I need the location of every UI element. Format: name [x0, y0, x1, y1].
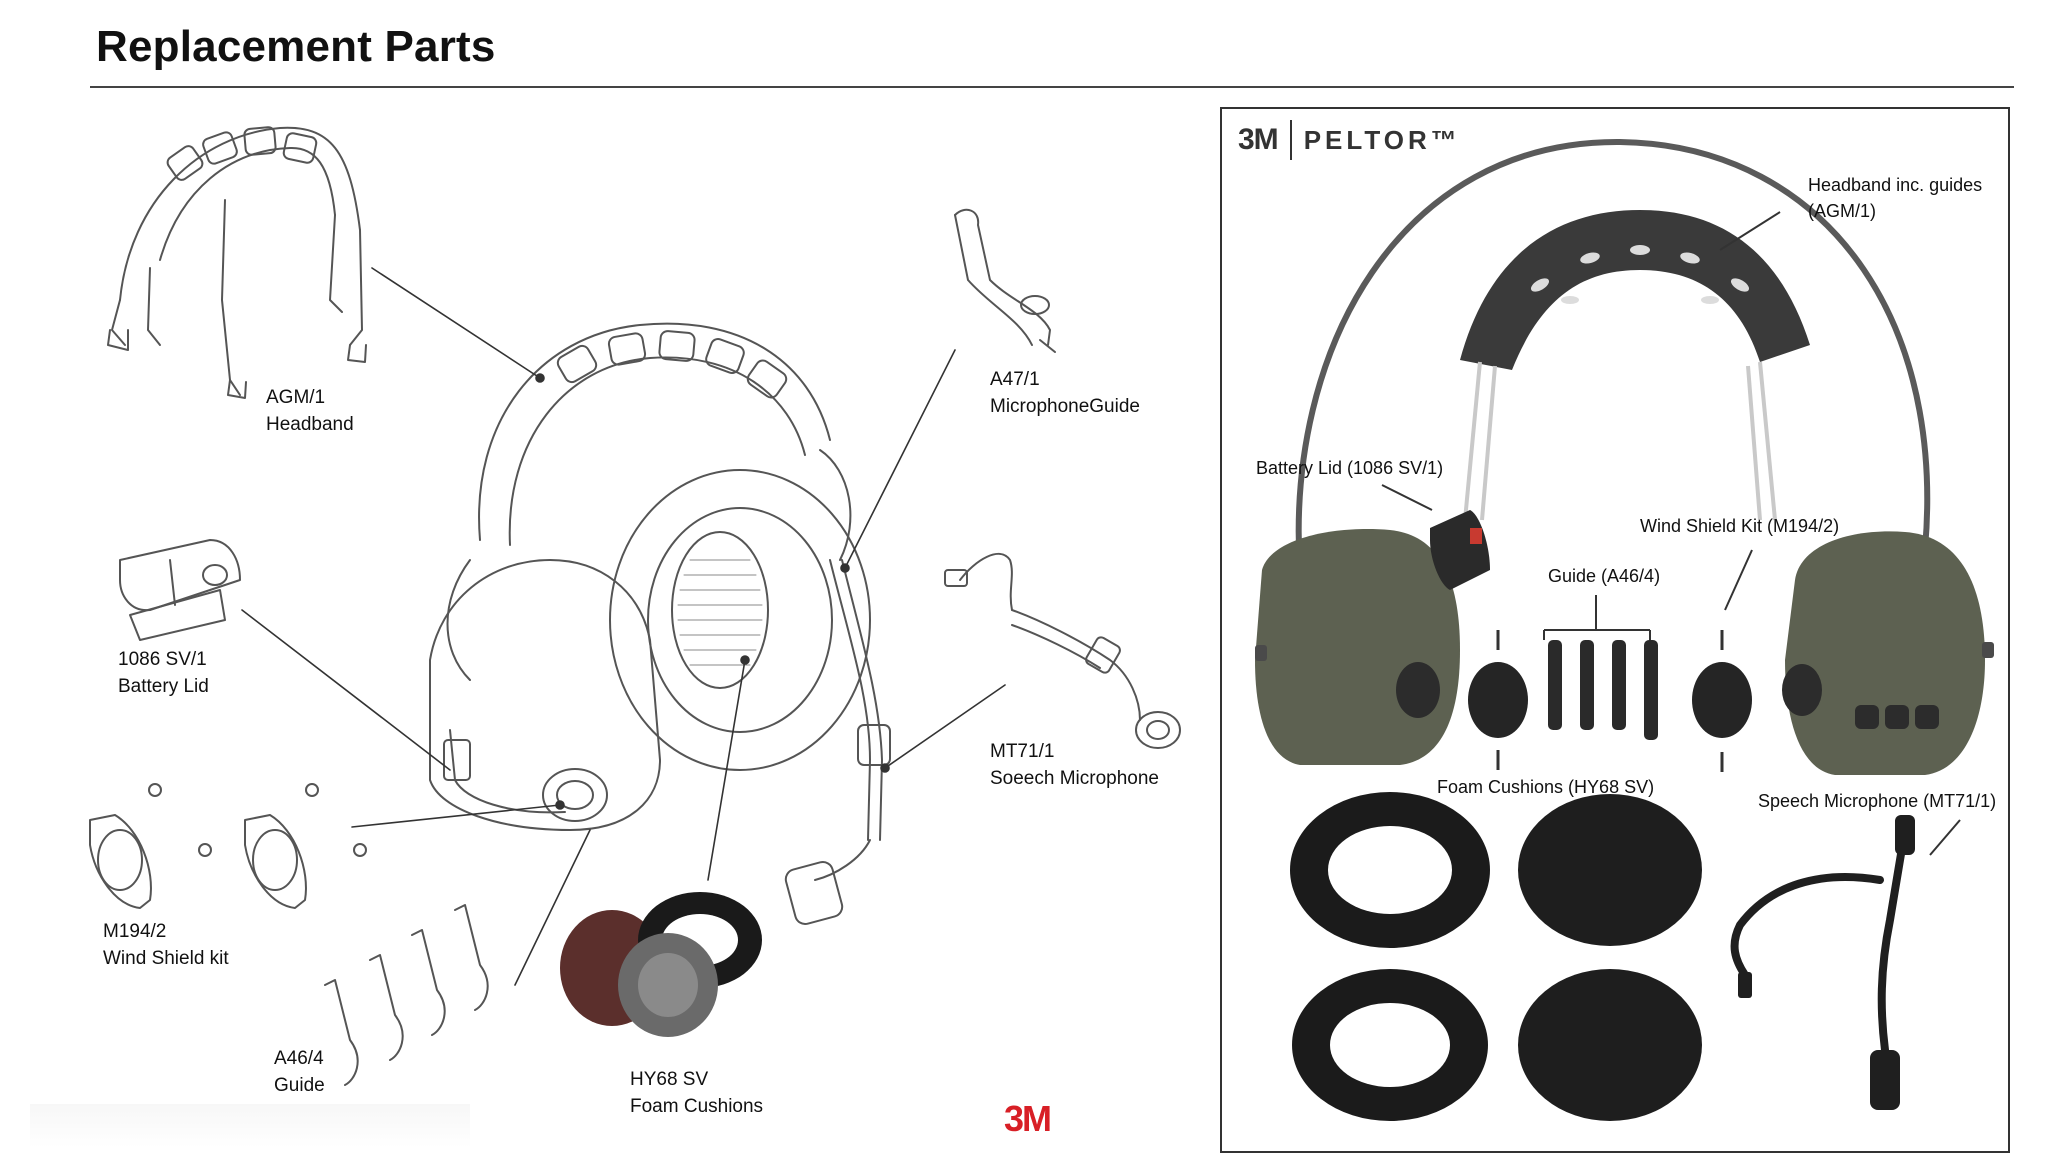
battery-lid-label: 1086 SV/1 Battery Lid — [118, 649, 209, 697]
headband-part-drawing — [107, 126, 367, 399]
photo-battery-label: Battery Lid (1086 SV/1) — [1256, 458, 1444, 478]
page-title: Replacement Parts — [96, 22, 496, 71]
3m-footer-logo: 3M — [1004, 1098, 1052, 1139]
speech-mic-label: MT71/1 Soeech Microphone — [990, 741, 1159, 789]
microphone-guide-drawing — [954, 208, 1056, 353]
photo-wind-label: Wind Shield Kit (M194/2) — [1640, 516, 1840, 536]
3m-logo: 3M — [1238, 123, 1279, 156]
photo-guide-label: Guide (A46/4) — [1548, 566, 1661, 586]
agm-label: AGM/1 Headband — [266, 387, 354, 435]
brand-header: 3M PELTOR™ — [1238, 118, 1461, 162]
foam-cushions-label: HY68 SV Foam Cushions — [630, 1069, 764, 1117]
title-divider — [90, 86, 2014, 88]
speech-microphone-drawing — [944, 553, 1181, 749]
headset-assembly-drawing — [429, 322, 891, 926]
wind-shield-kit-drawing — [89, 783, 367, 909]
brand-separator — [1289, 120, 1292, 160]
leader-lines — [241, 267, 1006, 986]
photo-foam-label: Foam Cushions (HY68 SV) — [1437, 777, 1655, 797]
wind-shield-label: M194/2 Wind Shield kit — [103, 921, 229, 969]
photo-headband-label: Headband inc. guides (AGM/1) — [1808, 175, 1983, 221]
foam-cushions-image — [560, 892, 762, 1037]
a47-label: A47/1 MicrophoneGuide — [990, 369, 1140, 417]
photo-speech-label: Speech Microphone (MT71/1) — [1758, 791, 1997, 811]
guides-drawing — [324, 904, 489, 1086]
peltor-logo: PELTOR™ — [1303, 124, 1461, 155]
guide-label: A46/4 Guide — [274, 1048, 325, 1096]
bottom-fade — [30, 1104, 470, 1148]
battery-lid-drawing — [119, 539, 241, 641]
